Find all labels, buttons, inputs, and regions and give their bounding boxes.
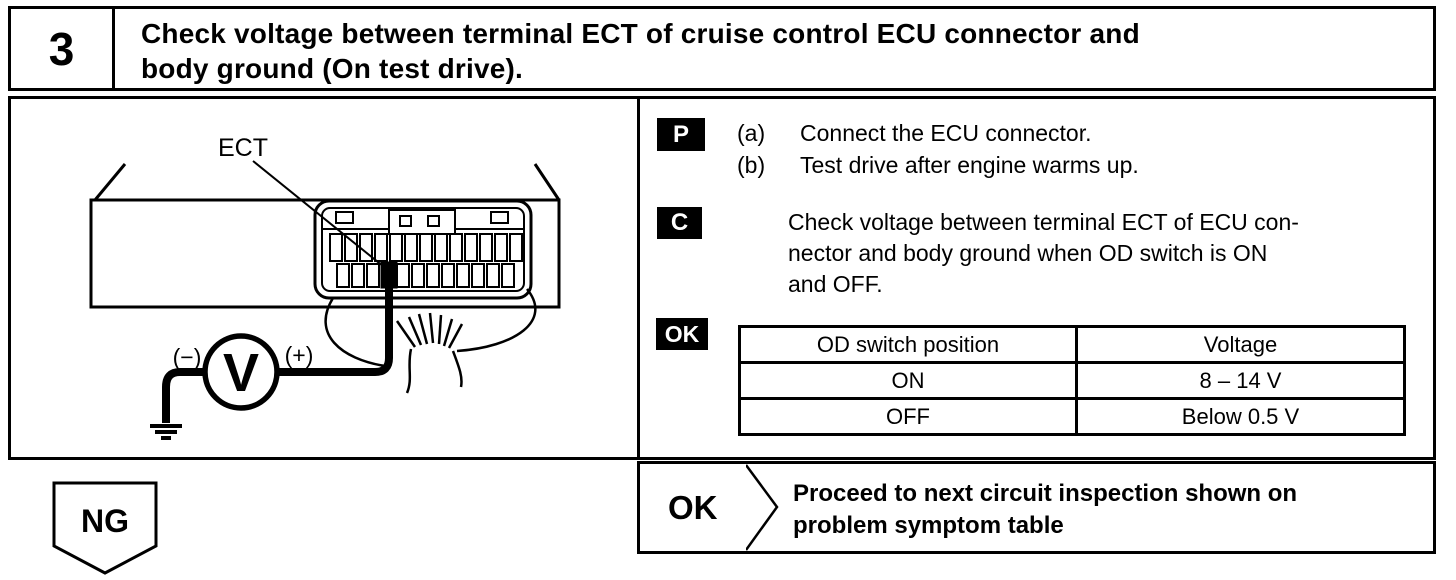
- diagram-panel: ECT V (−) (+): [11, 99, 640, 457]
- spec-cell-off: OFF: [738, 397, 1078, 436]
- connector-pins: [329, 233, 523, 288]
- ok-badge: OK: [656, 318, 708, 350]
- wire-harness: [324, 288, 537, 394]
- spec-table-header-row: OD switch position Voltage: [738, 325, 1406, 364]
- prepare-item-a-text: Connect the ECU connector.: [800, 120, 1092, 146]
- prepare-item-a-prefix: (a): [737, 120, 766, 146]
- ecu-connector: [313, 199, 533, 300]
- prepare-item-b: (b) Test drive after engine warms up.: [737, 149, 1139, 181]
- spec-table-row-on: ON 8 – 14 V: [738, 361, 1406, 400]
- ok-result-label: OK: [668, 488, 718, 526]
- spec-cell-off-voltage: Below 0.5 V: [1075, 397, 1406, 436]
- check-badge: C: [657, 207, 702, 239]
- check-text-line-2: nector and body ground when OD switch is…: [788, 240, 1268, 266]
- negative-probe-label: (−): [173, 344, 202, 370]
- positive-probe-label: (+): [285, 342, 314, 368]
- step-title-line-1: Check voltage between terminal ECT of cr…: [141, 18, 1140, 49]
- step-number: 3: [48, 22, 75, 75]
- connector-lock-tab: [322, 209, 524, 235]
- step-title: Check voltage between terminal ECT of cr…: [115, 9, 1433, 88]
- prepare-item-b-text: Test drive after engine warms up.: [800, 152, 1139, 178]
- ok-action-line-2: problem symptom table: [793, 512, 1064, 539]
- ok-action-line-1: Proceed to next circuit inspection shown…: [793, 480, 1298, 507]
- chevron-divider-icon: [746, 464, 779, 551]
- step-header: 3 Check voltage between terminal ECT of …: [8, 6, 1436, 91]
- prepare-item-b-prefix: (b): [737, 152, 766, 178]
- ng-branch-flag: NG: [50, 480, 160, 580]
- positive-probe-wire: [279, 285, 393, 376]
- ng-flag-shape: [52, 481, 158, 575]
- check-text-line-3: and OFF.: [788, 271, 883, 297]
- ground-symbol: [150, 424, 182, 440]
- voltage-spec-table: OD switch position Voltage ON 8 – 14 V O…: [738, 325, 1406, 436]
- prepare-badge: P: [657, 118, 705, 151]
- ect-leader-line: [252, 160, 390, 272]
- ect-label: ECT: [218, 134, 268, 162]
- ng-label: NG: [81, 503, 129, 539]
- voltmeter-symbol: V: [223, 343, 259, 403]
- spec-table-header-voltage: Voltage: [1075, 325, 1406, 364]
- check-text-line-1: Check voltage between terminal ECT of EC…: [788, 209, 1299, 235]
- instructions-panel: P (a) Connect the ECU connector. (b) Test …: [640, 99, 1433, 457]
- prepare-item-a: (a) Connect the ECU connector.: [737, 117, 1092, 149]
- ok-result-box: OK Proceed to next circuit inspection sh…: [637, 461, 1436, 554]
- step-body: ECT V (−) (+) P (a) Connect the ECU conne…: [8, 96, 1436, 460]
- spec-table-row-off: OFF Below 0.5 V: [738, 397, 1406, 436]
- ecu-connector-diagram: ECT V (−) (+): [89, 134, 561, 440]
- spec-cell-on: ON: [738, 361, 1078, 400]
- spec-table-header-od: OD switch position: [738, 325, 1078, 364]
- spec-cell-on-voltage: 8 – 14 V: [1075, 361, 1406, 400]
- step-number-cell: 3: [11, 9, 115, 88]
- step-title-line-2: body ground (On test drive).: [141, 53, 524, 84]
- ecu-box-outline: [89, 163, 561, 309]
- negative-probe-wire: [162, 368, 205, 423]
